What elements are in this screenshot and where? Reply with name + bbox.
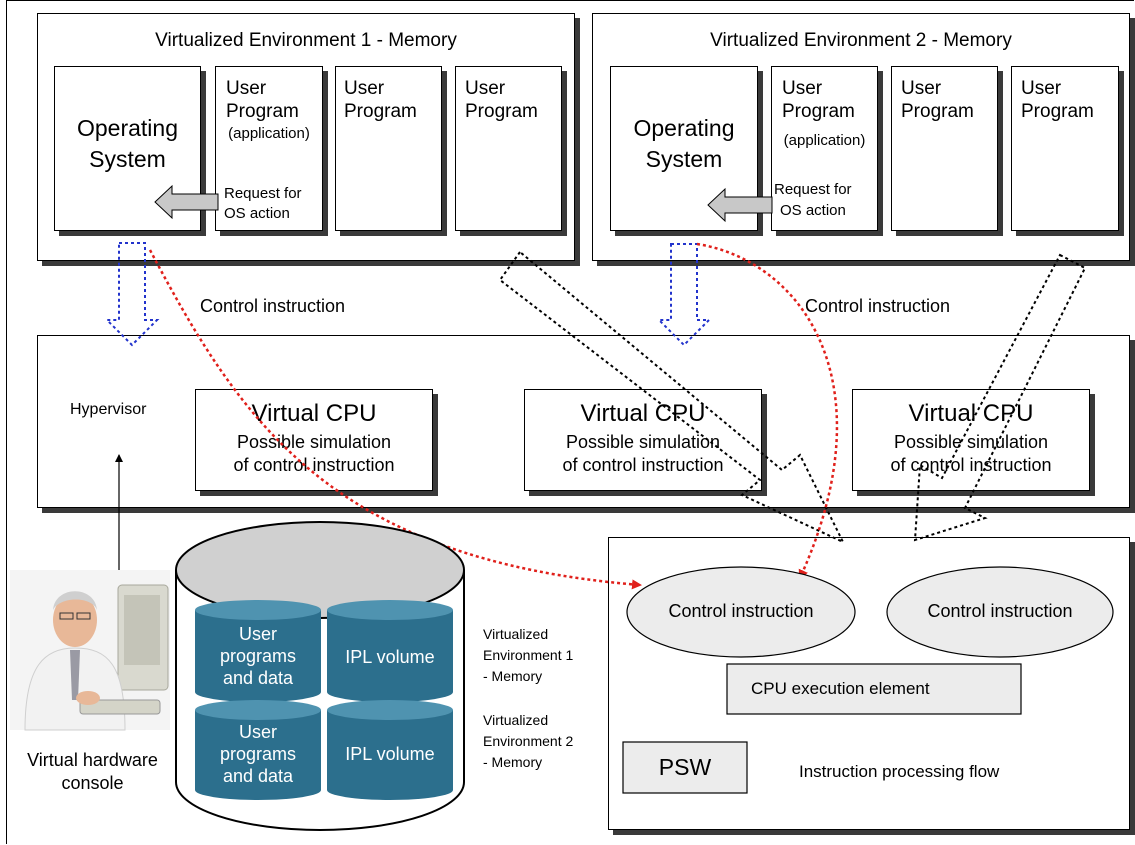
env1-prog2-l2: Program xyxy=(344,101,417,122)
env2-user-program-3-box xyxy=(1011,66,1119,231)
env2-request-arrow xyxy=(707,187,773,223)
env2-os-label-2: System xyxy=(645,146,723,172)
env2-prog3-l1: User xyxy=(1021,78,1062,99)
psw-box xyxy=(622,741,748,794)
control-instruction-ellipse-2 xyxy=(886,566,1114,658)
disk1-label-l2: programs xyxy=(219,646,297,666)
env2-black-dotted-arrow xyxy=(913,253,1087,542)
env2-blue-down-arrow xyxy=(656,243,712,347)
env1-prog-app-l2: Program xyxy=(226,101,299,122)
env2-user-program-2-box xyxy=(891,66,998,231)
control-instruction-2-label: Control instruction xyxy=(927,601,1073,621)
env1-title: Virtualized Environment 1 - Memory xyxy=(155,30,457,51)
env1-blue-down-arrow xyxy=(104,242,160,347)
control-instruction-ellipse-1 xyxy=(626,566,856,658)
env2-title: Virtualized Environment 2 - Memory xyxy=(710,30,1012,51)
env2-user-program-app-box xyxy=(771,66,878,231)
env1-prog-app-l3: (application) xyxy=(228,125,310,142)
virtual-cpu-1-title: Virtual CPU xyxy=(251,400,377,427)
storage-env2-l2: Environment 2 xyxy=(483,733,574,749)
disk1-label-l3: and data xyxy=(222,668,294,688)
control-instruction-label-left: Control instruction xyxy=(200,296,346,316)
virtual-cpu-1 xyxy=(195,389,433,491)
hypervisor-label: Hypervisor xyxy=(70,401,147,418)
storage-env1-l3: - Memory xyxy=(483,668,543,684)
disk-user-programs-1 xyxy=(195,600,321,702)
control-instruction-label-right: Control instruction xyxy=(805,296,951,316)
env1-request-l1: Request for xyxy=(224,185,302,202)
env1-black-dotted-arrow xyxy=(498,250,846,545)
virtual-cpu-2-title: Virtual CPU xyxy=(580,400,706,427)
cpu-execution-element-label: CPU execution element xyxy=(751,679,930,698)
env1-request-l2: OS action xyxy=(224,205,290,222)
disk-ipl-volume-1 xyxy=(327,600,453,702)
storage-env1-l2: Environment 1 xyxy=(483,647,574,663)
virtual-cpu-1-sub2: of control instruction xyxy=(233,455,395,475)
storage-env2-l1: Virtualized xyxy=(483,712,549,728)
env2-request-l2: OS action xyxy=(780,202,846,219)
env1-user-program-3-box xyxy=(455,66,562,231)
env2-prog3-l2: Program xyxy=(1021,101,1094,122)
env1-red-dotted-curve xyxy=(148,249,642,590)
env1-user-program-app-box xyxy=(215,66,323,231)
virtual-cpu-3 xyxy=(852,389,1090,491)
env2-prog-app-l2: Program xyxy=(782,101,855,122)
virtual-cpu-3-title: Virtual CPU xyxy=(908,400,1034,427)
env2-prog2-l1: User xyxy=(901,78,942,99)
env1-prog-app-l1: User xyxy=(226,78,267,99)
env1-prog2-l1: User xyxy=(344,78,385,99)
env2-red-dotted-curve xyxy=(696,242,839,580)
env2-os-label-1: Operating xyxy=(633,115,735,141)
disk1-label-l1: User xyxy=(238,624,277,644)
env2-prog-app-l1: User xyxy=(782,78,823,99)
cpu-execution-element-box xyxy=(726,663,1022,715)
disk3-label-l1: User xyxy=(238,722,277,742)
env1-prog3-l1: User xyxy=(465,78,506,99)
env1-prog3-l2: Program xyxy=(465,101,538,122)
person-at-console-image xyxy=(10,570,170,731)
diagram-frame xyxy=(6,0,1134,844)
disk3-label-l3: and data xyxy=(222,766,294,786)
env2-prog-app-l3: (application) xyxy=(783,132,866,149)
virtual-cpu-3-sub1: Possible simulation xyxy=(893,432,1049,452)
storage-env1-l1: Virtualized xyxy=(483,626,549,642)
disk-ipl-volume-2 xyxy=(327,700,453,800)
env1-os-label-2: System xyxy=(89,146,166,172)
instruction-flow-label: Instruction processing flow xyxy=(799,762,1000,781)
disk-user-programs-2 xyxy=(195,700,321,800)
virtual-cpu-2-sub1: Possible simulation xyxy=(565,432,721,452)
disk4-label: IPL volume xyxy=(345,744,435,764)
env1-user-program-2-box xyxy=(335,66,442,231)
control-instruction-1-label: Control instruction xyxy=(668,601,814,621)
virtual-cpu-2-sub2: of control instruction xyxy=(562,455,724,475)
env1-request-arrow xyxy=(154,184,219,220)
storage-env2-l3: - Memory xyxy=(483,754,543,770)
psw-label: PSW xyxy=(658,754,712,780)
virtual-cpu-3-sub2: of control instruction xyxy=(890,455,1052,475)
env1-os-label-1: Operating xyxy=(76,115,178,141)
virtual-cpu-1-sub1: Possible simulation xyxy=(236,432,392,452)
env2-prog2-l2: Program xyxy=(901,101,974,122)
console-label-l1: Virtual hardware xyxy=(27,750,158,770)
env2-request-l1: Request for xyxy=(774,181,852,198)
disk2-label: IPL volume xyxy=(345,647,435,667)
disk3-label-l2: programs xyxy=(219,744,297,764)
virtual-cpu-2 xyxy=(524,389,762,491)
console-label-l2: console xyxy=(61,773,124,793)
